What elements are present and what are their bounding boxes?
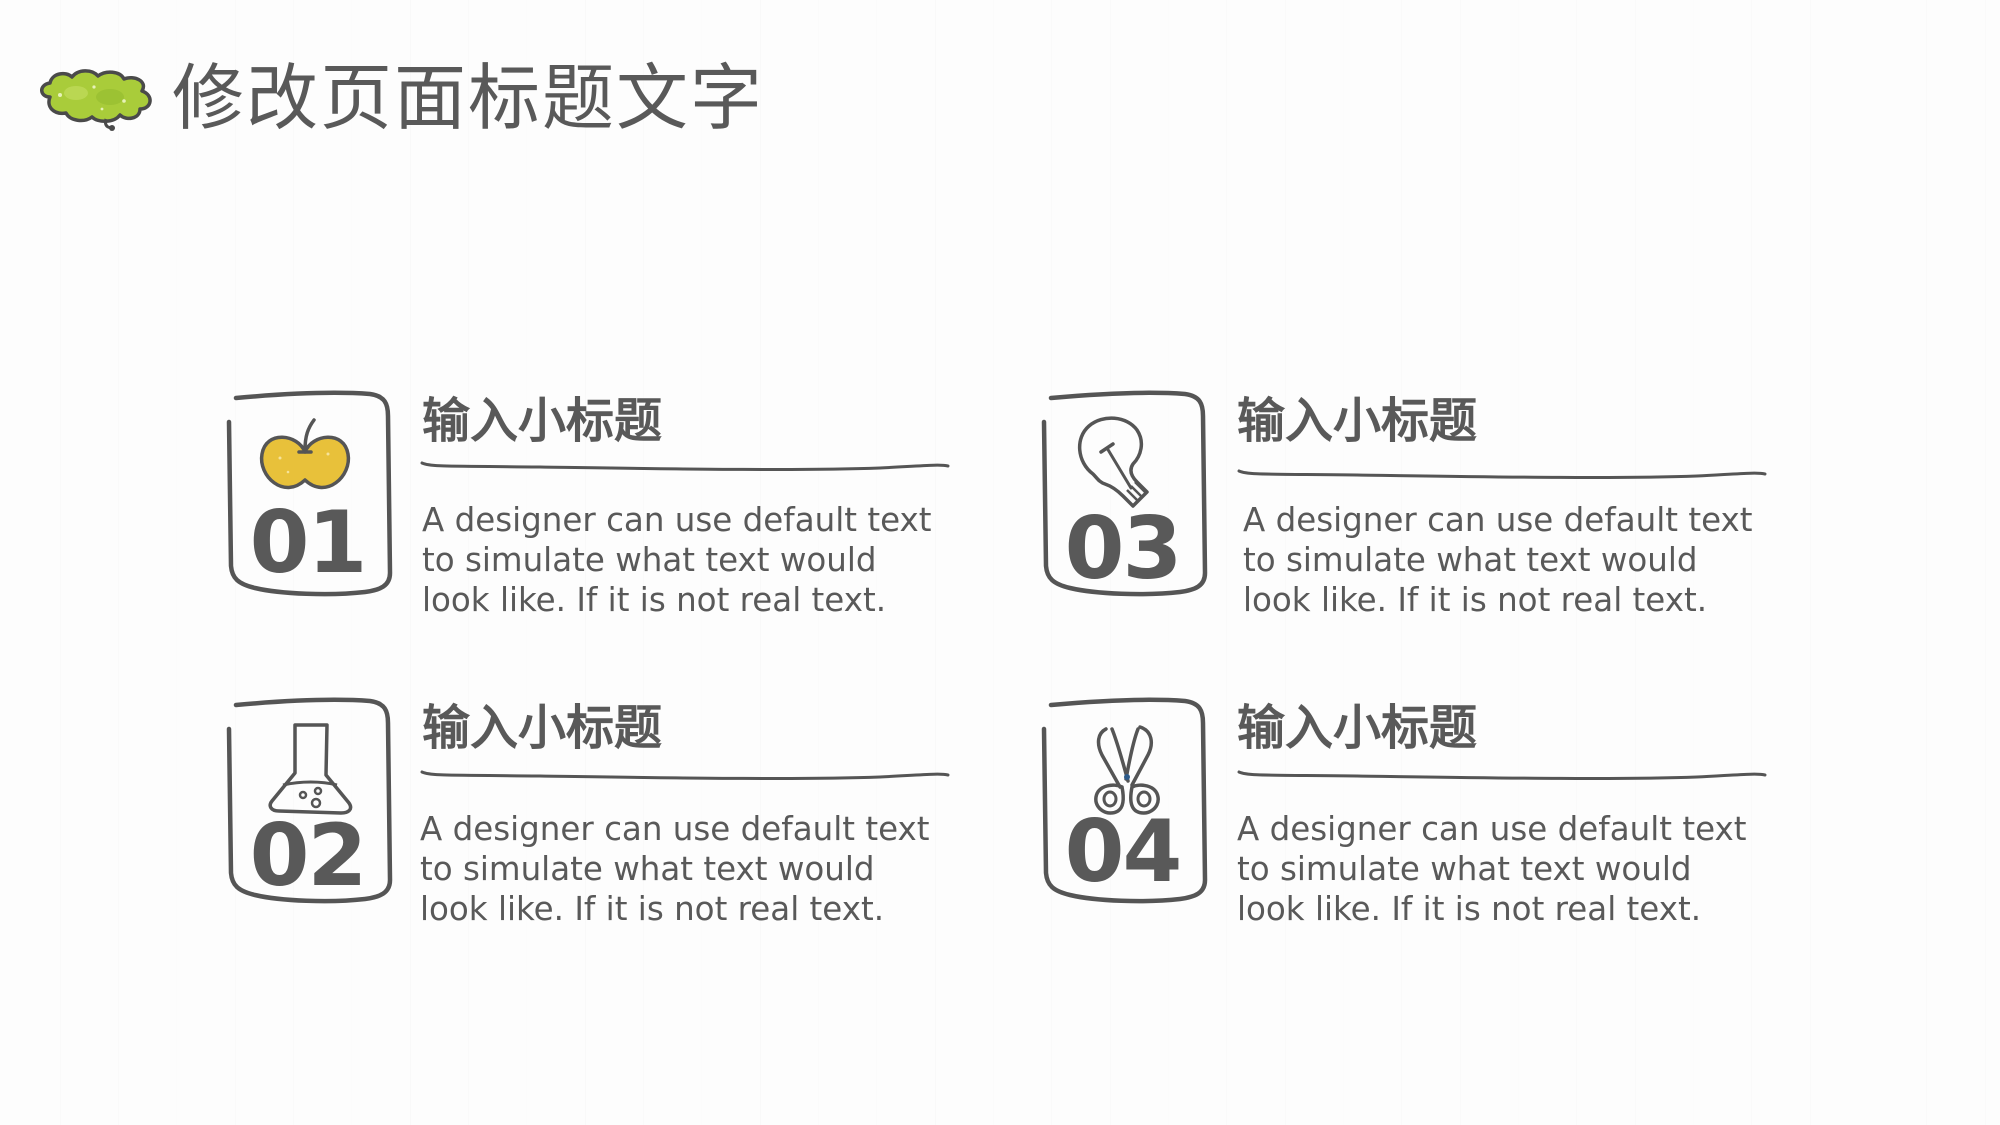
item-subtitle: 输入小标题 [1237,700,1478,756]
item-number: 04 [1064,802,1183,902]
underline-divider [420,461,950,472]
item-description: A designer can use default text to simul… [1243,501,1753,619]
item-number: 02 [249,806,368,906]
item-04: 04 输入小标题 A designer can use default text… [1035,695,1795,928]
item-description: A designer can use default text to simul… [420,810,930,928]
page-title: 修改页面标题文字 [172,56,765,140]
badge-frame [226,697,393,904]
underline-divider [1237,469,1767,480]
apple-icon [259,418,351,490]
badge-frame [1041,390,1208,597]
item-number: 03 [1064,499,1183,599]
number-badge: 04 [1035,695,1210,907]
number-badge: 02 [220,695,395,907]
underline-divider [420,770,950,781]
number-badge: 01 [220,388,395,600]
badge-frame [226,390,393,597]
badge-frame [1041,697,1208,904]
item-01: 01 输入小标题 A designer can use default text… [220,388,980,619]
green-cloud-icon [40,69,152,131]
item-description: A designer can use default text to simul… [422,501,932,619]
item-description: A designer can use default text to simul… [1237,810,1747,928]
item-number: 01 [249,493,368,593]
underline-divider [1237,770,1767,781]
title-icon-wrap [36,52,156,152]
number-badge: 03 [1035,388,1210,600]
item-subtitle: 输入小标题 [422,700,663,756]
item-subtitle: 输入小标题 [422,393,663,449]
item-subtitle: 输入小标题 [1237,393,1478,449]
lightbulb-icon [1078,416,1149,508]
scissors-icon [1094,725,1160,815]
flask-icon [268,723,353,815]
item-02: 02 输入小标题 A designer can use default text… [220,695,980,928]
item-03: 03 输入小标题 A designer can use default text… [1035,388,1795,619]
